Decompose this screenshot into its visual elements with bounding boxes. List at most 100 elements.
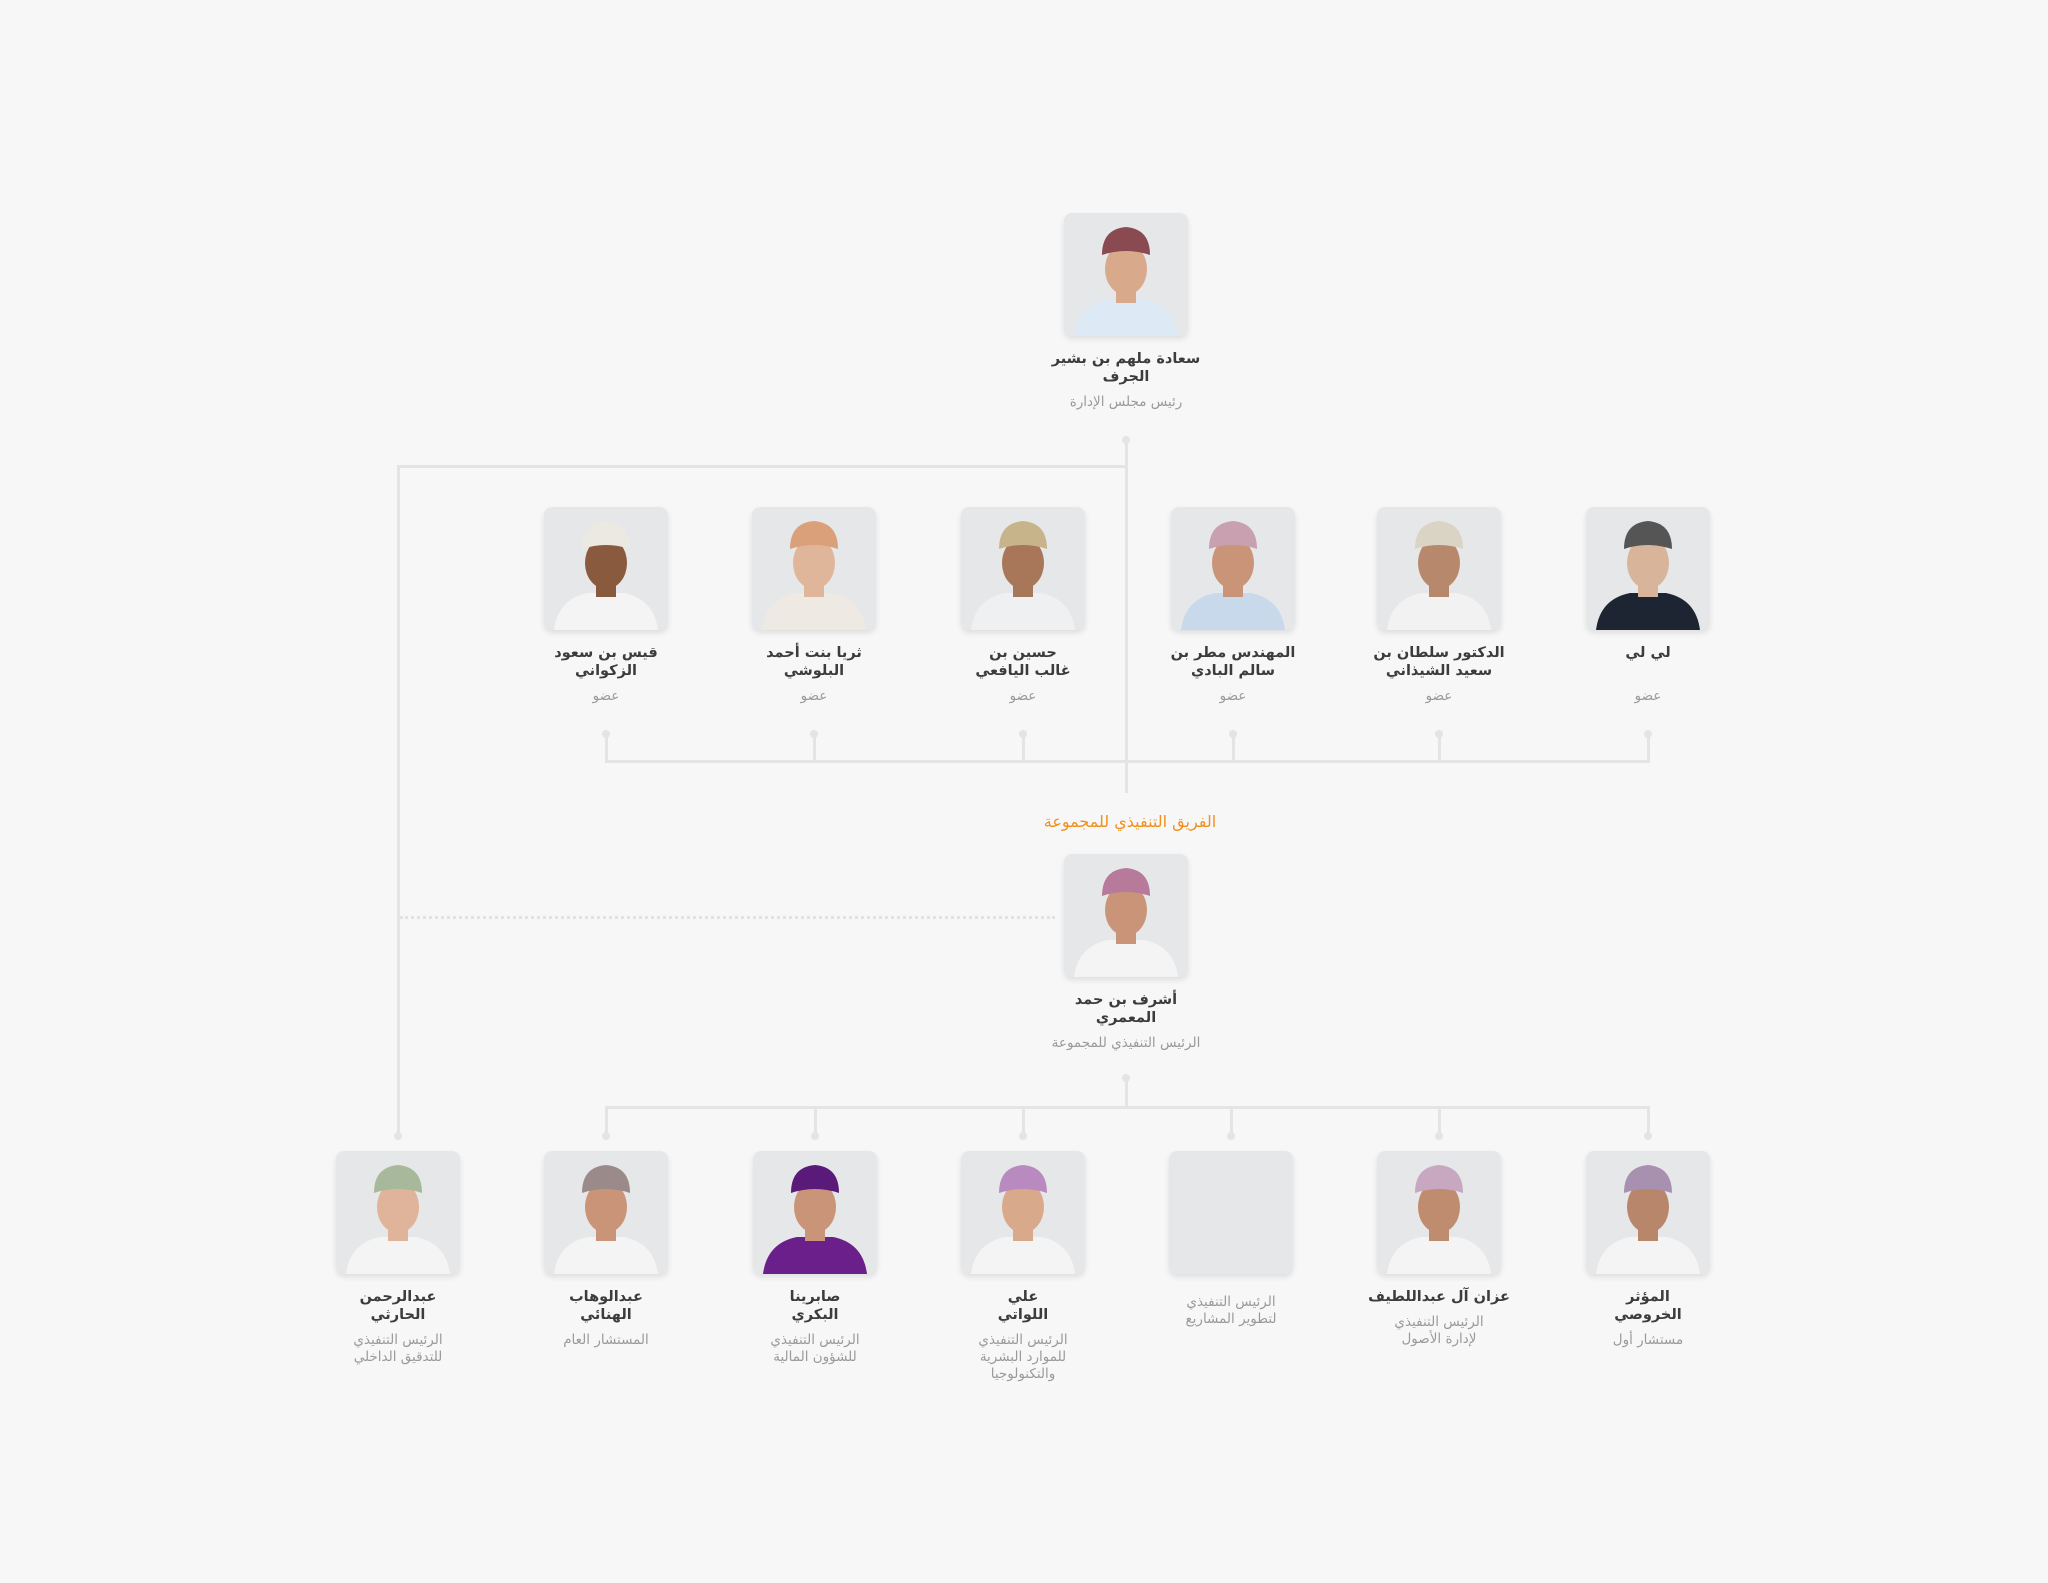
title-line: الرئيس التنفيذي — [978, 1332, 1068, 1348]
person-title: عضو — [1133, 688, 1333, 705]
connector-dot — [1122, 436, 1130, 444]
connector-dot — [1644, 730, 1652, 738]
board-member-card: لي لي عضو — [1548, 507, 1748, 705]
name-line: المهندس مطر بن — [1170, 645, 1296, 661]
person-photo-icon — [346, 1165, 450, 1274]
person-name: علي اللواتي — [923, 1288, 1123, 1324]
title-line: لتطوير المشاريع — [1185, 1311, 1277, 1327]
photo — [961, 507, 1085, 630]
name-line: المؤثر — [1626, 1289, 1670, 1305]
photo — [1064, 854, 1188, 977]
person-name: حسين بن غالب اليافعي — [923, 644, 1123, 680]
person-title: عضو — [1339, 688, 1539, 705]
person-name: لي لي — [1548, 644, 1748, 662]
person-photo-icon — [554, 521, 658, 630]
executive-card: المؤثر الخروصي مستشار أول — [1548, 1151, 1748, 1349]
connector-dot — [1435, 1132, 1443, 1140]
title-line: عضو — [1634, 688, 1662, 704]
photo — [752, 507, 876, 630]
section-title-executive-team: الفريق التنفيذي للمجموعة — [1043, 812, 1217, 831]
connector-drop — [1438, 734, 1441, 762]
name-line: علي — [1007, 1289, 1039, 1305]
connector-dot — [602, 1132, 610, 1140]
person-title: عضو — [506, 688, 706, 705]
connector-board-horizontal — [605, 760, 1650, 763]
title-line: المستشار العام — [563, 1332, 649, 1348]
title-line: للشؤون المالية — [773, 1349, 857, 1365]
title-line: الرئيس التنفيذي — [770, 1332, 860, 1348]
name-line: عبدالوهاب — [569, 1289, 643, 1305]
title-line: الرئيس التنفيذي — [353, 1332, 443, 1348]
name-line: عزان آل عبداللطيف — [1368, 1289, 1510, 1305]
connector-dot — [811, 1132, 819, 1140]
connector-drop — [1438, 1107, 1441, 1136]
connector-dot — [1435, 730, 1443, 738]
board-member-card: المهندس مطر بن سالم البادي عضو — [1133, 507, 1333, 705]
name-line: غالب اليافعي — [975, 663, 1071, 679]
person-photo-icon — [1387, 1165, 1491, 1274]
connector-drop — [605, 1107, 608, 1136]
connector-top-horizontal — [397, 465, 1128, 468]
name-line: قيس بن سعود — [554, 645, 658, 661]
connector-chairman-trunk — [1125, 437, 1128, 793]
connector-drop — [813, 734, 816, 762]
name-line: سعادة ملهم بن بشير — [1051, 351, 1201, 367]
title-line: عضو — [1425, 688, 1453, 704]
person-photo-icon — [971, 1165, 1075, 1274]
connector-dot — [1122, 1074, 1130, 1082]
person-title: رئيس مجلس الإدارة — [1026, 394, 1226, 411]
photo — [544, 1151, 668, 1274]
photo — [1064, 213, 1188, 336]
person-title: عضو — [1548, 688, 1748, 705]
person-photo-icon — [762, 521, 866, 630]
person-title: المستشار العام — [506, 1332, 706, 1349]
name-line: ثريا بنت أحمد — [766, 645, 862, 661]
connector-dot — [810, 730, 818, 738]
name-line: سعيد الشيذاني — [1385, 663, 1493, 679]
name-line: حسين بن — [989, 645, 1057, 661]
connector-dot — [394, 1132, 402, 1140]
title-line: للموارد البشرية — [979, 1349, 1067, 1365]
connector-dot — [1644, 1132, 1652, 1140]
title-line: لإدارة الأصول — [1401, 1331, 1477, 1347]
connector-dot — [602, 730, 610, 738]
photo — [961, 1151, 1085, 1274]
person-photo-icon — [554, 1165, 658, 1274]
person-photo-icon — [1596, 521, 1700, 630]
person-photo-icon — [763, 1165, 867, 1274]
name-line: صابرينا — [789, 1289, 841, 1305]
photo — [1586, 507, 1710, 630]
name-line: اللواتي — [997, 1307, 1049, 1323]
connector-ceo-dotted — [400, 916, 1055, 919]
title-line: عضو — [1009, 688, 1037, 704]
connector-left-vertical — [397, 465, 400, 1136]
person-photo-icon — [971, 521, 1075, 630]
title-line: الرئيس التنفيذي — [1186, 1294, 1276, 1310]
name-line: الدكتور سلطان بن — [1373, 645, 1505, 661]
title-line: الرئيس التنفيذي — [1394, 1314, 1484, 1330]
board-member-card: الدكتور سلطان بن سعيد الشيذاني عضو — [1339, 507, 1539, 705]
person-name: الدكتور سلطان بن سعيد الشيذاني — [1339, 644, 1539, 680]
name-line: الخروصي — [1614, 1307, 1682, 1323]
title-line: مستشار أول — [1612, 1332, 1684, 1348]
person-photo-icon — [1074, 227, 1178, 336]
title-line: عضو — [592, 688, 620, 704]
title-line: والتكنولوجيا — [990, 1366, 1056, 1382]
title-line: عضو — [1219, 688, 1247, 704]
name-line: سالم البادي — [1190, 663, 1276, 679]
name-line: المعمري — [1095, 1010, 1157, 1026]
